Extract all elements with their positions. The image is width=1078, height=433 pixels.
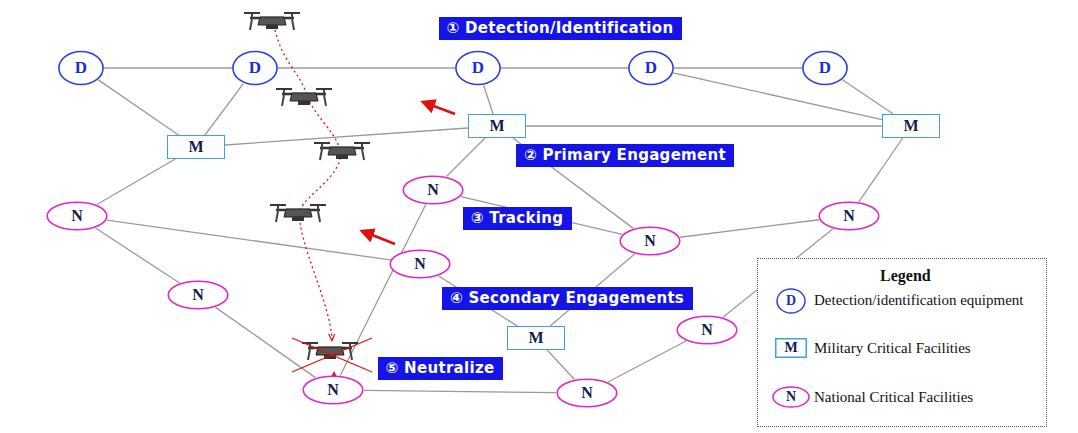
connector-line bbox=[205, 84, 243, 135]
national-facility-ellipse: N bbox=[556, 378, 618, 408]
node-letter: N bbox=[414, 255, 426, 273]
node-letter: N bbox=[701, 321, 713, 339]
node-letter: D bbox=[249, 58, 261, 78]
step-label-box: ① Detection/Identification bbox=[439, 17, 682, 40]
connector-line bbox=[680, 220, 819, 237]
detection-circle: D bbox=[802, 50, 848, 86]
connector-line bbox=[859, 138, 903, 202]
national-facility-ellipse: N bbox=[302, 375, 364, 405]
connector-line bbox=[608, 341, 686, 382]
step-label-box: ④ Secondary Engagements bbox=[442, 287, 693, 310]
node-letter: M bbox=[528, 329, 543, 347]
connector-line bbox=[526, 125, 882, 126]
national-facility-ellipse: N bbox=[676, 315, 738, 345]
step-label: ③ Tracking bbox=[471, 209, 563, 227]
step-label-box: ② Primary Engagement bbox=[516, 144, 734, 167]
connector-line bbox=[225, 128, 468, 145]
node-letter: M bbox=[489, 117, 504, 135]
detection-circle: D bbox=[455, 50, 501, 86]
step-label-box: ③ Tracking bbox=[463, 207, 572, 230]
detection-circle: D bbox=[232, 50, 278, 86]
legend-title: Legend bbox=[880, 267, 931, 285]
connector-line bbox=[340, 205, 425, 376]
node-letter: N bbox=[192, 286, 204, 304]
connector-line bbox=[447, 138, 485, 176]
connector-line bbox=[673, 73, 882, 120]
node-letter: N bbox=[71, 207, 83, 225]
military-facility-box: M bbox=[882, 114, 940, 138]
legend-sample: N bbox=[772, 386, 810, 408]
legend-text: Detection/identification equipment bbox=[814, 291, 1036, 309]
connector-line bbox=[97, 159, 175, 204]
detection-circle: D bbox=[628, 50, 674, 86]
node-letter: D bbox=[472, 58, 484, 78]
military-facility-box: M bbox=[507, 326, 565, 350]
connector-line bbox=[547, 350, 574, 379]
step-label: ② Primary Engagement bbox=[524, 146, 726, 164]
node-letter: M bbox=[188, 138, 203, 156]
legend-sample: M bbox=[775, 338, 807, 358]
connector-line bbox=[95, 228, 179, 283]
legend-letter: N bbox=[786, 389, 796, 405]
military-facility-box: M bbox=[167, 135, 225, 159]
detection-circle: D bbox=[58, 50, 104, 86]
national-facility-ellipse: N bbox=[402, 175, 464, 205]
node-letter: N bbox=[644, 232, 656, 250]
national-facility-ellipse: N bbox=[167, 280, 229, 310]
national-facility-ellipse: N bbox=[46, 201, 108, 231]
legend-text: National Critical Facilities bbox=[814, 388, 1036, 406]
connector-line bbox=[842, 80, 893, 114]
legend-box: LegendD Detection/identification equipmen… bbox=[757, 258, 1047, 427]
node-letter: N bbox=[843, 207, 855, 225]
legend-letter: D bbox=[786, 293, 796, 309]
legend-sample: D bbox=[776, 288, 806, 314]
step-label: ① Detection/Identification bbox=[447, 19, 674, 37]
military-facility-box: M bbox=[468, 114, 526, 138]
node-letter: N bbox=[327, 381, 339, 399]
connector-line bbox=[104, 67, 232, 68]
legend-text: Military Critical Facilities bbox=[814, 339, 1036, 357]
step-label: ④ Secondary Engagements bbox=[450, 289, 684, 307]
connector-line bbox=[216, 307, 316, 377]
national-facility-ellipse: N bbox=[619, 226, 681, 256]
connector-line bbox=[278, 67, 455, 68]
connector-line bbox=[674, 67, 802, 68]
node-letter: D bbox=[819, 58, 831, 78]
connector-line bbox=[484, 85, 493, 114]
node-letter: N bbox=[581, 384, 593, 402]
national-facility-ellipse: N bbox=[818, 201, 880, 231]
connector-line bbox=[501, 67, 628, 68]
node-letter: D bbox=[75, 58, 87, 78]
step-label: ⑤ Neutralize bbox=[386, 359, 495, 377]
connector-line bbox=[98, 80, 178, 135]
node-letter: D bbox=[645, 58, 657, 78]
step-label-box: ⑤ Neutralize bbox=[378, 357, 503, 380]
connector-line bbox=[107, 220, 390, 260]
node-letter: N bbox=[427, 181, 439, 199]
legend-letter: M bbox=[784, 340, 797, 356]
national-facility-ellipse: N bbox=[389, 249, 451, 279]
connector-line bbox=[364, 390, 556, 392]
node-letter: M bbox=[903, 117, 918, 135]
